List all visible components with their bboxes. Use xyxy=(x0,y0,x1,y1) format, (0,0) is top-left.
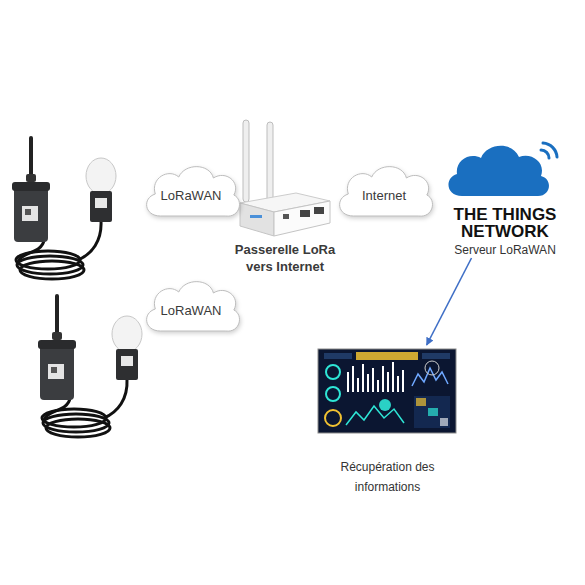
gateway-router xyxy=(240,120,330,236)
screen-panel xyxy=(422,353,450,359)
router-port xyxy=(300,210,310,217)
chart-dot xyxy=(379,399,391,411)
screen-panel xyxy=(324,353,352,359)
heat-cell xyxy=(440,418,448,426)
logo-cloud xyxy=(448,146,549,196)
logo-wave xyxy=(541,150,549,158)
radar xyxy=(425,361,439,375)
connector-arrow xyxy=(427,258,472,345)
heat-cell xyxy=(416,398,426,406)
component-node: THE THINGS NETWORK Serveur LoRaWAN xyxy=(436,128,574,258)
cloud-shape xyxy=(147,282,240,332)
cloud-node: LoRaWAN xyxy=(140,275,242,337)
router-antenna xyxy=(267,122,273,204)
bar-chart xyxy=(348,362,403,392)
component-node: Passerelle LoRa vers Internet xyxy=(215,115,355,275)
heatmap xyxy=(414,396,450,428)
cloud-node: Internet xyxy=(333,160,435,222)
router-antenna xyxy=(243,120,249,202)
router-port xyxy=(314,207,324,214)
line-chart xyxy=(412,368,448,386)
line-chart xyxy=(346,406,404,425)
router-logo xyxy=(250,215,262,218)
logo-wave xyxy=(543,143,557,157)
heat-cell xyxy=(428,408,438,416)
node-label: LoRaWAN xyxy=(161,303,222,318)
node-label: LoRaWAN xyxy=(161,188,222,203)
router-side xyxy=(274,201,330,236)
dashboard-screen xyxy=(318,349,456,433)
sensor-device xyxy=(12,136,116,279)
node-label: THE THINGS NETWORK xyxy=(443,206,567,240)
node-label: Internet xyxy=(362,188,406,203)
cloud-shape xyxy=(340,167,433,217)
sensor-device xyxy=(38,294,142,437)
gauge xyxy=(326,387,340,401)
cloud-node: LoRaWAN xyxy=(140,160,242,222)
screen-frame xyxy=(318,349,456,433)
component-node: Récupération des informations xyxy=(310,345,465,497)
ttn-logo xyxy=(448,143,557,196)
gauge xyxy=(325,410,341,426)
cloud-shape xyxy=(147,167,240,217)
node-label: Passerelle LoRa vers Internet xyxy=(222,241,348,275)
gauge xyxy=(326,365,340,379)
node-sublabel: Serveur LoRaWAN xyxy=(454,243,556,258)
router-port xyxy=(283,214,289,219)
screen-header xyxy=(356,352,418,360)
node-label: Récupération des informations xyxy=(325,457,450,497)
router-front xyxy=(240,203,274,236)
